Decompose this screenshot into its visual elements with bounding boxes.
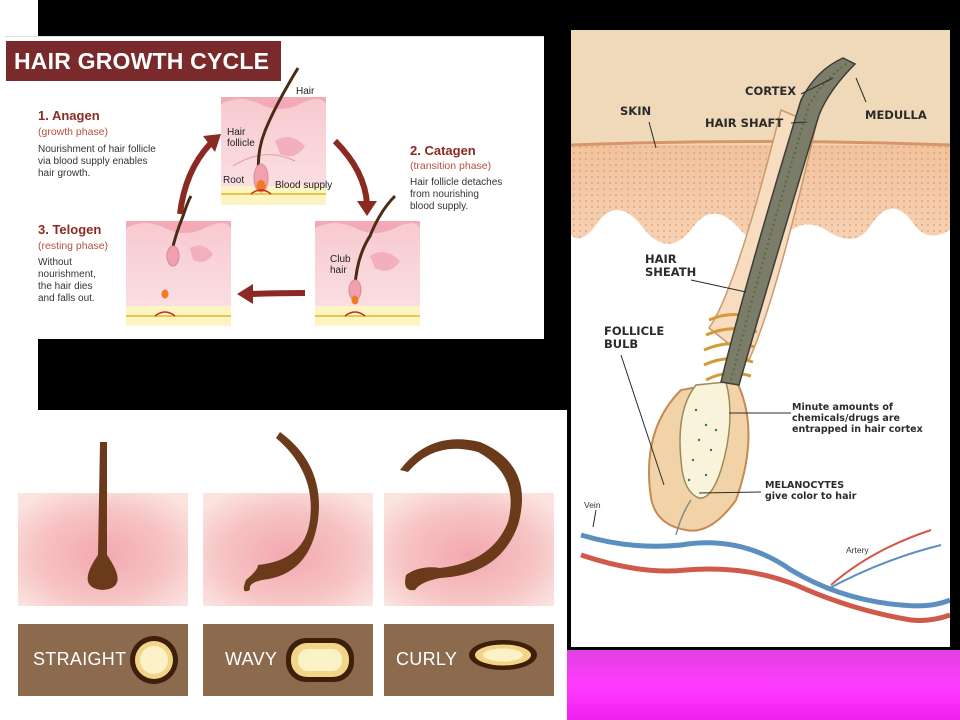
follicle-bulb-label: FOLLICLE BULB — [604, 324, 665, 351]
leader-lines — [592, 77, 867, 528]
telogen-subtitle: (resting phase) — [38, 240, 109, 252]
telogen-title: 3. Telogen — [38, 222, 102, 237]
follicle-anatomy-illustration — [571, 30, 950, 623]
wavy-label: WAVY — [225, 649, 278, 669]
straight-label: STRAIGHT — [33, 649, 127, 669]
hair-shaft-label: HAIR SHAFT — [705, 116, 784, 130]
magenta-band — [567, 650, 960, 720]
hair-label: Hair — [296, 86, 315, 97]
root-label: Root — [223, 175, 245, 186]
catagen-title: 2. Catagen — [410, 143, 476, 158]
chemicals-label: Minute amounts of chemicals/drugs are en… — [792, 402, 923, 435]
hair-types-illustration — [18, 432, 554, 696]
catagen-description: Hair follicle detaches from nourishing b… — [410, 177, 503, 212]
straight-hair-shape — [87, 442, 118, 590]
growth-cycle-illustration — [126, 67, 420, 326]
cortex-label: CORTEX — [745, 84, 797, 98]
wavy-hair-shape — [243, 432, 319, 592]
club-hair-label: Club hair — [330, 254, 351, 276]
cycle-arrows — [177, 138, 370, 297]
catagen-diagram — [315, 194, 420, 326]
anagen-description: Nourishment of hair follicle via blood s… — [38, 144, 156, 179]
catagen-subtitle: (transition phase) — [410, 160, 492, 172]
skin-label: SKIN — [620, 104, 652, 118]
growth-cycle-title: HAIR GROWTH CYCLE — [6, 41, 281, 81]
curly-label: CURLY — [396, 649, 458, 669]
vein-label: Vein — [584, 500, 601, 510]
telogen-description: Without nourishment, the hair dies and f… — [38, 257, 96, 304]
anagen-title: 1. Anagen — [38, 108, 100, 123]
hair-sheath-label: HAIR SHEATH — [645, 252, 697, 279]
artery-label: Artery — [846, 545, 869, 555]
curly-hair-shape — [400, 439, 523, 591]
anagen-diagram — [221, 67, 326, 205]
melanocytes-label: MELANOCYTES give color to hair — [765, 480, 857, 502]
telogen-diagram — [126, 195, 231, 326]
hair-follicle-label: Hair follicle — [227, 127, 255, 149]
blood-supply-label: Blood supply — [275, 180, 333, 191]
arrow-heads — [203, 134, 377, 304]
anagen-subtitle: (growth phase) — [38, 126, 109, 138]
medulla-label: MEDULLA — [865, 108, 927, 122]
